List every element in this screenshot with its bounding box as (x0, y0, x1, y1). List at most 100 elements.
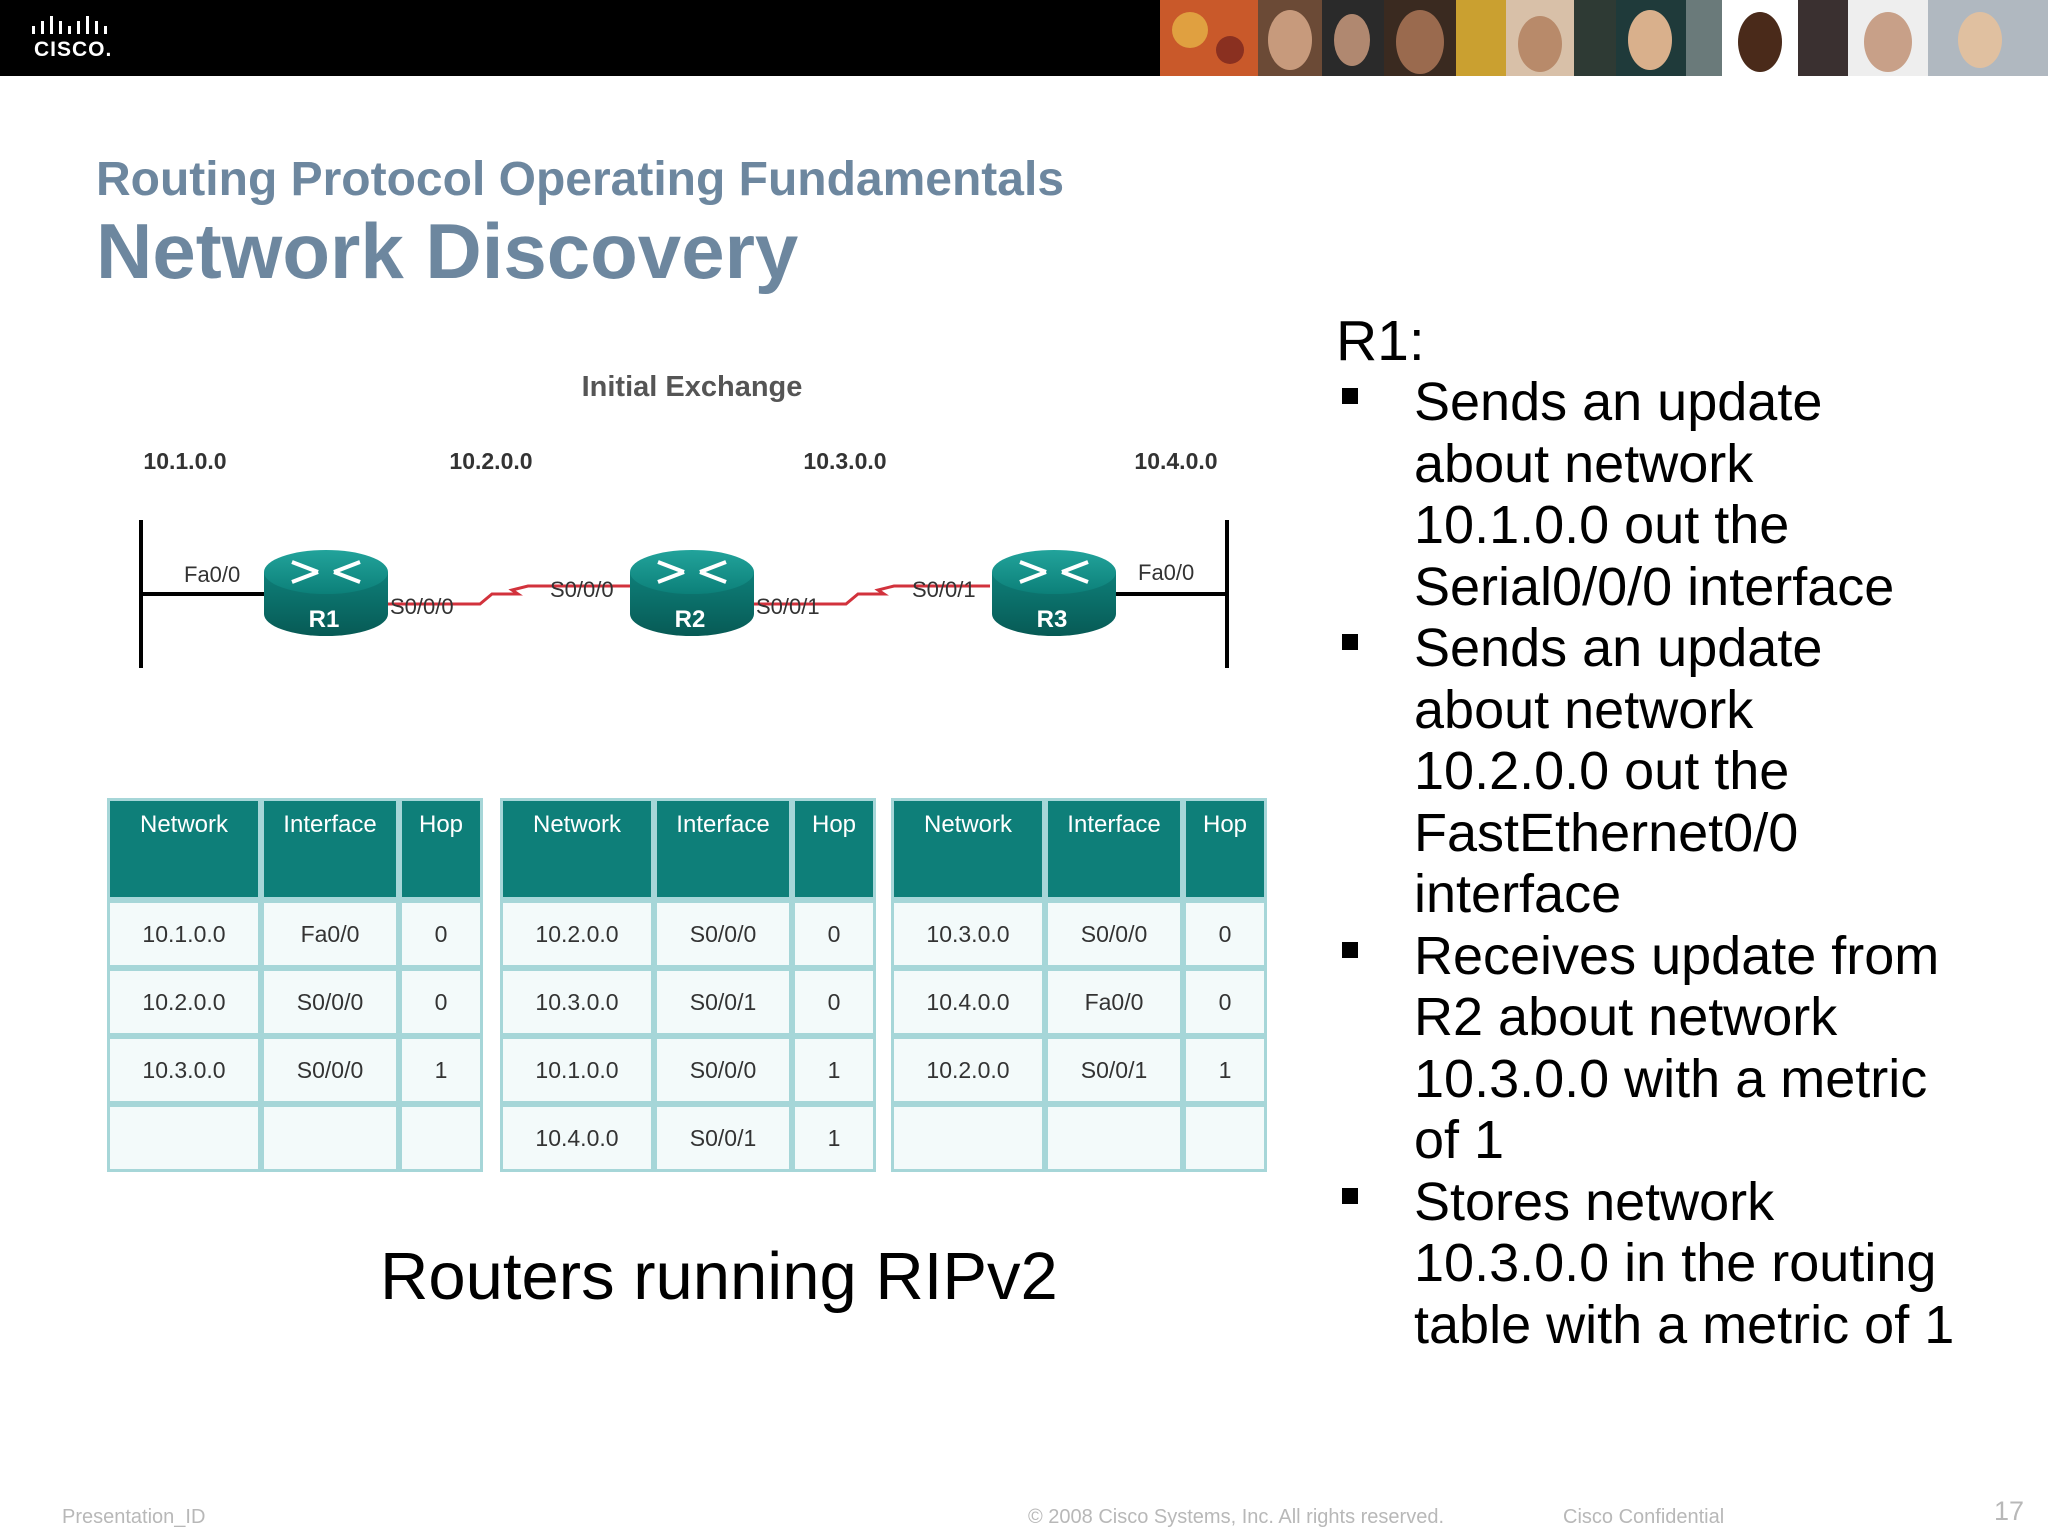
router-r3: R3 (992, 550, 1116, 636)
table-cell (657, 971, 789, 1033)
table-header-cell (402, 801, 480, 897)
router-label-r1: R1 (309, 606, 340, 633)
notes-bullet-line: 10.1.0.0 out the (1414, 495, 1790, 555)
table-cell-text: S0/0/0 (690, 921, 757, 947)
notes-bullet-line: Stores network (1414, 1171, 1775, 1232)
table-header-cell (1186, 801, 1264, 897)
table-cell (657, 1107, 789, 1169)
table-cell-text: 1 (828, 1057, 841, 1083)
table-cell (503, 971, 651, 1033)
cisco-logo: CISCO. (28, 14, 128, 64)
table-header-cell (657, 801, 789, 897)
router-arrows-icon (657, 560, 727, 584)
table-cell (402, 903, 480, 965)
footer-confidential: Cisco Confidential (1563, 1506, 1725, 1528)
table-cell-text: S0/0/0 (1081, 921, 1148, 947)
table-cell (894, 1107, 1042, 1169)
serial-link-r2-r3 (754, 584, 990, 606)
interface-label-r3-s: S0/0/1 (912, 577, 976, 602)
notes-bullet-line: Serial0/0/0 interface (1414, 556, 1895, 617)
square-bullet-icon (1342, 388, 1358, 404)
interface-label-r3-fa: Fa0/0 (1138, 560, 1194, 585)
table-cell (795, 903, 873, 965)
table-cell-text: 10.2.0.0 (535, 921, 618, 947)
table-cell-text: 1 (828, 1125, 841, 1151)
table-cell (795, 1039, 873, 1101)
serial-link-r1-r2 (388, 584, 630, 606)
photo-strip (1160, 0, 2048, 76)
table-cell (1048, 971, 1180, 1033)
table-cell (110, 903, 258, 965)
table-cell-text: Fa0/0 (301, 921, 360, 947)
square-bullet-icon (1342, 1187, 1358, 1204)
table-cell-text: 1 (435, 1057, 448, 1083)
notes-bullet-line: Sends an update (1414, 372, 1823, 432)
router-r1: R1 (264, 550, 388, 636)
table-cell (503, 1107, 651, 1169)
table-header-network: Network (924, 811, 1013, 838)
notes-bullet-line: 10.3.0.0 in the routing (1414, 1233, 1937, 1293)
table-cell-text: S0/0/1 (690, 1125, 757, 1151)
table-cell-text: S0/0/0 (690, 1057, 757, 1083)
table-cell (1048, 903, 1180, 965)
square-bullet-icon (1342, 941, 1358, 958)
table-cell-text: S0/0/1 (690, 989, 757, 1015)
interface-label-r2-sr: S0/0/1 (756, 594, 820, 619)
router-arrows-icon (291, 560, 361, 584)
network-label-1: 10.1.0.0 (143, 448, 226, 474)
table-cell (402, 971, 480, 1033)
notes-bullet-line: table with a metric of 1 (1414, 1294, 1955, 1355)
interface-label-r2-sl: S0/0/0 (550, 577, 614, 602)
table-cell (503, 903, 651, 965)
table-cell-text: 0 (828, 989, 841, 1015)
table-cell (110, 971, 258, 1033)
notes-bullet-line: about network (1414, 679, 1754, 740)
footer-copyright: © 2008 Cisco Systems, Inc. All rights re… (1028, 1506, 1445, 1528)
page-number: 17 (1994, 1496, 2025, 1526)
network-diagram: Initial Exchange 10.1.0.0 10.2.0.0 10.3.… (107, 371, 1267, 1172)
router-label-r2: R2 (675, 606, 706, 633)
notes-bullet-line: Receives update from (1414, 925, 1940, 986)
cisco-logo-text: CISCO. (34, 38, 113, 61)
table-cell-text: S0/0/0 (297, 1057, 364, 1083)
notes-bullet-line: interface (1414, 864, 1622, 924)
table-cell (1186, 1039, 1264, 1101)
table-header-hop: Hop (812, 811, 856, 838)
cisco-bars-icon (32, 16, 107, 34)
table-cell (894, 971, 1042, 1033)
notes-bullet-line: Sends an update (1414, 618, 1823, 678)
notes-bullet-line: FastEthernet0/0 (1414, 802, 1799, 863)
table-cell-text: S0/0/1 (1081, 1057, 1148, 1083)
table-cell (264, 971, 396, 1033)
table-cell (503, 1039, 651, 1101)
table-cell (110, 1107, 258, 1169)
interface-label-r1-fa: Fa0/0 (184, 562, 240, 587)
network-label-4: 10.4.0.0 (1134, 448, 1217, 474)
diagram-caption: Routers running RIPv2 (380, 1239, 1058, 1314)
table-cell-text: 0 (1219, 921, 1232, 947)
table-cell-text: 10.3.0.0 (926, 921, 1009, 947)
table-cell (657, 903, 789, 965)
table-header-network: Network (533, 811, 622, 838)
notes-bullet-line: 10.3.0.0 with a metric (1414, 1048, 1928, 1109)
network-label-2: 10.2.0.0 (449, 448, 532, 474)
table-cell (1186, 971, 1264, 1033)
interface-label-r1-s: S0/0/0 (390, 594, 454, 619)
network-label-3: 10.3.0.0 (803, 448, 886, 474)
table-cell-text: 1 (1219, 1057, 1232, 1083)
table-header-cell (1048, 801, 1180, 897)
table-cell (264, 903, 396, 965)
table-cell-text: 10.3.0.0 (535, 989, 618, 1015)
table-cell-text: 10.3.0.0 (142, 1057, 225, 1083)
notes-bullet-line: R2 about network (1414, 987, 1838, 1047)
router-arrows-icon (1019, 560, 1089, 584)
table-cell-text: 10.1.0.0 (142, 921, 225, 947)
table-cell (657, 1039, 789, 1101)
table-header-cell (795, 801, 873, 897)
